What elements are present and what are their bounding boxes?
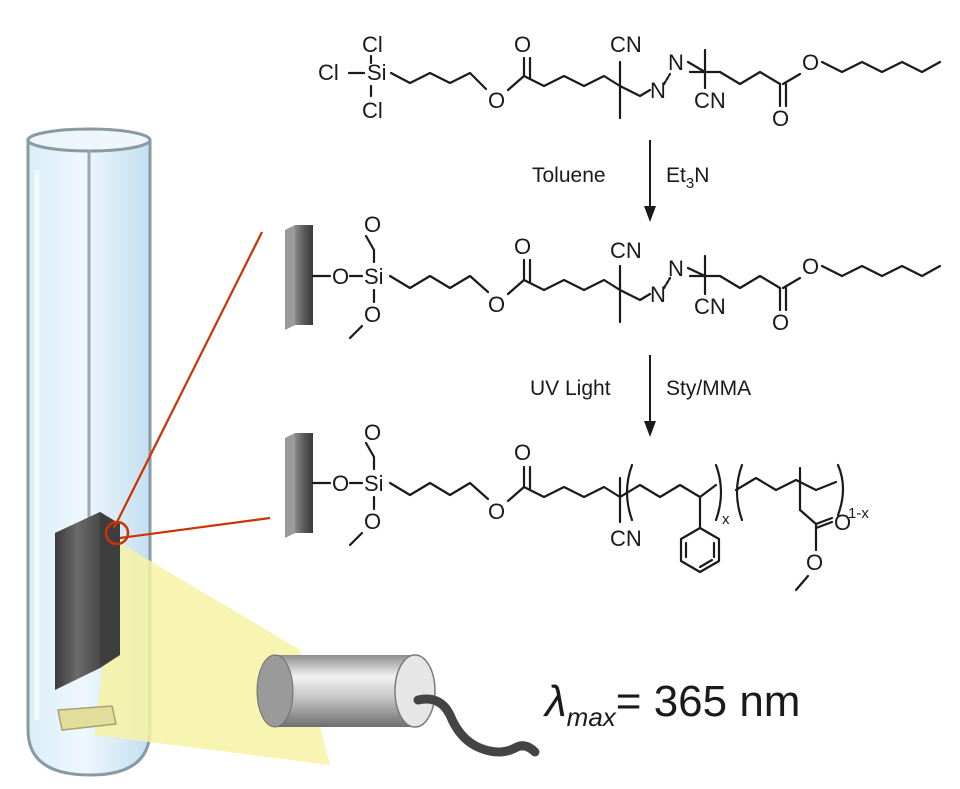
siloxane-oxygen-bottom-s3: O: [364, 509, 381, 534]
nitrile-label-s3: CN: [610, 526, 642, 551]
structure-trichlorosilane-initiator: Cl Cl Cl Si O O CN N N CN O O: [318, 32, 942, 131]
carbonyl-oxygen-label-s3: O: [514, 440, 531, 465]
subscript-x: x: [722, 511, 730, 528]
ester-oxygen-label-2: O: [802, 50, 819, 75]
stir-bar: [57, 705, 117, 731]
ester-oxygen-label-s3: O: [488, 499, 505, 524]
siloxane-oxygen-top: O: [364, 212, 381, 237]
azo-n1-label: N: [650, 78, 666, 103]
structure-surface-bound-initiator: O Si O O O O CN N N CN O O: [285, 212, 942, 340]
carbonyl-oxygen-label-2: O: [772, 106, 789, 131]
light-beam: [95, 540, 330, 765]
chlorine-label-top: Cl: [362, 32, 383, 57]
nitrile-bottom-label: CN: [694, 88, 726, 113]
azo-n2-label-s2: N: [668, 256, 684, 281]
silicon-label: Si: [367, 60, 387, 85]
silicon-label-2: Si: [364, 264, 384, 289]
nitrile-top-label-s2: CN: [610, 238, 642, 263]
condition-toluene: Toluene: [532, 164, 606, 187]
azo-n2-label: N: [668, 50, 684, 75]
azo-n1-label-s2: N: [650, 282, 666, 307]
ester-oxygen-label-s2: O: [488, 292, 505, 317]
reaction-arrow-1: Toluene Et3N: [532, 140, 709, 222]
condition-sty-mma: Sty/MMA: [666, 377, 751, 400]
siloxane-oxygen-top-s3: O: [364, 420, 381, 445]
nitrile-bottom-label-s2: CN: [694, 294, 726, 319]
wavelength-label: λmax= 365 nm: [543, 677, 800, 732]
uv-lamp: [256, 654, 540, 757]
silicon-label-3: Si: [364, 471, 384, 496]
surface-oxygen-label: O: [332, 264, 349, 289]
condition-et3n: Et3N: [666, 164, 709, 192]
reaction-arrow-2: UV Light Sty/MMA: [530, 355, 751, 437]
carbonyl-oxygen-label-s2b: O: [772, 310, 789, 335]
surface-oxygen-label-s3: O: [332, 471, 349, 496]
condition-uv-light: UV Light: [530, 377, 611, 400]
carbonyl-oxygen-label-s2: O: [514, 234, 531, 259]
carbonyl-oxygen-label: O: [514, 32, 531, 57]
chlorine-label-left: Cl: [318, 60, 339, 85]
ester-oxygen-label-s2b: O: [802, 254, 819, 279]
zoom-indicator: [104, 231, 271, 546]
mma-carbonyl-oxygen-label: O: [834, 510, 851, 535]
mma-ester-oxygen-label: O: [806, 550, 823, 575]
nitrile-top-label: CN: [610, 32, 642, 57]
chlorine-label-bottom: Cl: [362, 98, 383, 123]
subscript-1-minus-x: 1-x: [848, 505, 869, 522]
substrate-wafer: [55, 512, 120, 690]
structure-grafted-copolymer: O Si O O O O CN x O O 1-x: [285, 420, 869, 592]
siloxane-oxygen-bottom: O: [364, 302, 381, 327]
ester-oxygen-label: O: [488, 88, 505, 113]
